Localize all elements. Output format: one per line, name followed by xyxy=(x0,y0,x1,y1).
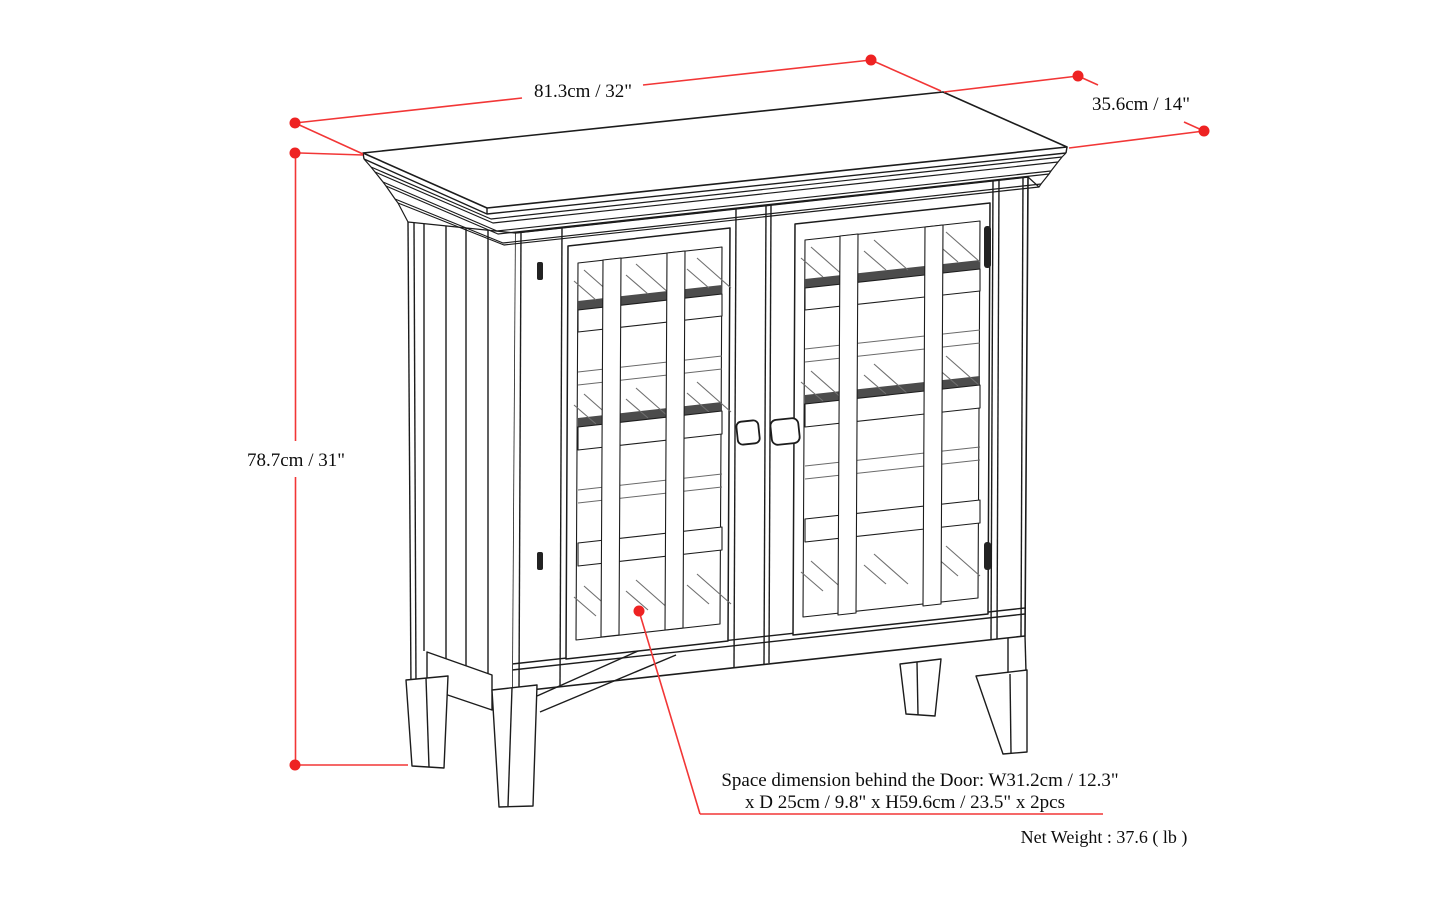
depth-dimension-label: 35.6cm / 14" xyxy=(1092,94,1190,115)
dimension-line xyxy=(294,97,523,124)
shelf-lines xyxy=(804,329,981,480)
front-right-leg xyxy=(975,669,1028,755)
height-dimension-label: 78.7cm / 31" xyxy=(247,450,345,471)
cornice xyxy=(363,152,1067,246)
dimension-dots xyxy=(289,54,1210,771)
cabinet-top xyxy=(362,91,1068,215)
muntins xyxy=(577,250,723,638)
left-door xyxy=(565,227,732,660)
left-door-handle xyxy=(735,419,761,446)
space-dimension-note-line2: x D 25cm / 9.8" x H59.6cm / 23.5" x 2pcs xyxy=(745,792,1065,813)
hinges xyxy=(537,226,991,570)
dimension-endpoint-dot xyxy=(1198,125,1210,137)
muntins xyxy=(804,224,981,616)
dimension-endpoint-dot xyxy=(865,54,877,66)
leader-dot xyxy=(633,605,645,617)
witness-line xyxy=(870,59,942,92)
back-right-leg xyxy=(899,658,942,717)
front-left-leg xyxy=(491,684,538,808)
hinge-icon xyxy=(984,226,991,268)
dimension-line xyxy=(642,59,872,86)
door-handles xyxy=(735,417,801,446)
hinge-icon xyxy=(537,262,543,280)
dimension-endpoint-dot xyxy=(289,117,301,129)
right-door-handle xyxy=(769,417,801,446)
witness-line xyxy=(1068,130,1205,149)
hinge-icon xyxy=(537,552,543,570)
legs xyxy=(405,635,1028,808)
witness-line xyxy=(299,152,364,156)
right-door xyxy=(792,202,991,636)
hinge-icon xyxy=(984,542,991,570)
cabinet-illustration xyxy=(362,91,1068,808)
leader-line xyxy=(638,610,701,815)
witness-line xyxy=(943,75,1079,93)
top-width-dimension-label: 81.3cm / 32" xyxy=(534,81,632,102)
space-leader xyxy=(638,610,1103,815)
witness-line xyxy=(294,122,364,155)
net-weight-label: Net Weight : 37.6 ( lb ) xyxy=(1021,827,1188,848)
height-dimension xyxy=(294,152,408,766)
dimension-annotations xyxy=(289,54,1210,815)
dimension-endpoint-dot xyxy=(1072,70,1084,82)
left-side-panel xyxy=(407,221,515,711)
space-dimension-note-line1: Space dimension behind the Door: W31.2cm… xyxy=(721,770,1118,791)
dimension-endpoint-dot xyxy=(289,147,301,159)
dimension-endpoint-dot xyxy=(289,759,301,771)
width-dimension xyxy=(294,59,942,155)
